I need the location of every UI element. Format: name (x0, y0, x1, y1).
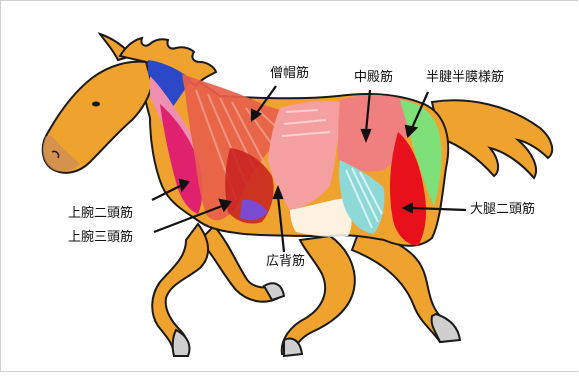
eye (92, 102, 100, 107)
label-gluteus-medius: 中殿筋 (354, 70, 393, 85)
label-biceps-brachii: 上腕二頭筋 (68, 206, 133, 221)
front-near-hoof (173, 330, 190, 356)
label-triceps-brachii: 上腕三頭筋 (68, 230, 133, 245)
label-trapezius: 僧帽筋 (270, 66, 309, 81)
label-latissimus-dorsi: 広背筋 (266, 254, 305, 269)
label-biceps-femoris: 大腿二頭筋 (470, 202, 535, 217)
label-semimembranosus: 半腱半膜様筋 (426, 70, 504, 85)
tail (432, 100, 552, 178)
